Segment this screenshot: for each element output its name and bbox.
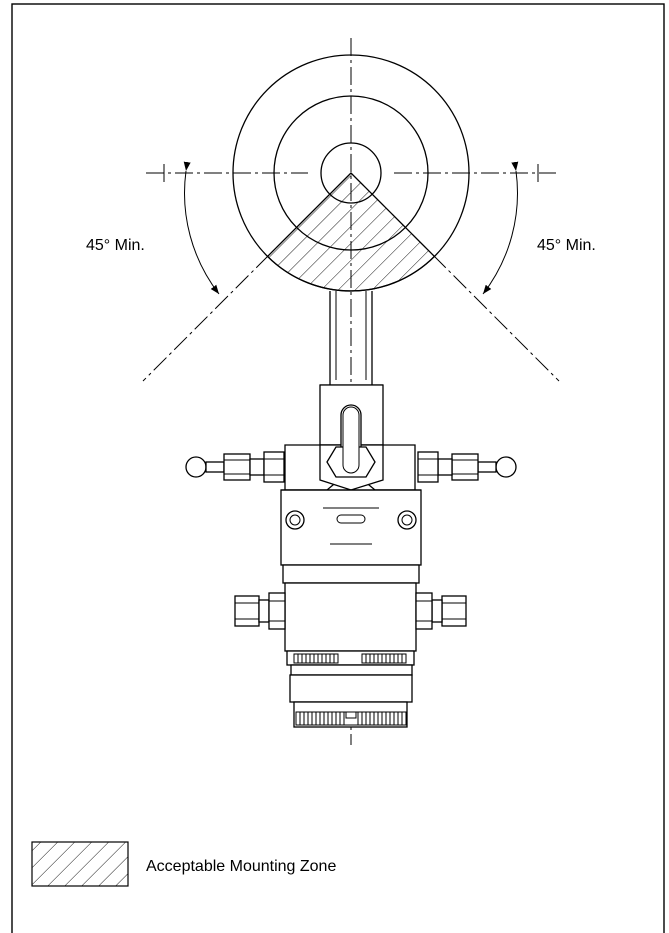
angle-label-right: 45° Min. bbox=[537, 237, 596, 254]
screw-left bbox=[285, 510, 305, 530]
angle-label-left: 45° Min. bbox=[86, 237, 145, 254]
page-border bbox=[11, 3, 665, 933]
screw-right bbox=[397, 510, 417, 530]
diagonal-line-right bbox=[350, 172, 560, 382]
upper-right-fitting bbox=[417, 451, 517, 483]
angle-arrow-right bbox=[482, 161, 519, 295]
diagonal-line-left bbox=[142, 172, 352, 382]
legend-label: Acceptable Mounting Zone bbox=[146, 858, 336, 875]
angle-arrow-left bbox=[183, 161, 220, 295]
legend-hatch-swatch bbox=[31, 841, 129, 887]
knurl-upper-right bbox=[361, 653, 407, 664]
knurl-lower bbox=[295, 711, 407, 726]
lower-right-fitting bbox=[415, 592, 467, 630]
knurl-upper-left bbox=[293, 653, 339, 664]
upper-left-fitting bbox=[185, 451, 285, 483]
transmitter-body bbox=[280, 384, 422, 728]
lower-left-fitting bbox=[234, 592, 286, 630]
